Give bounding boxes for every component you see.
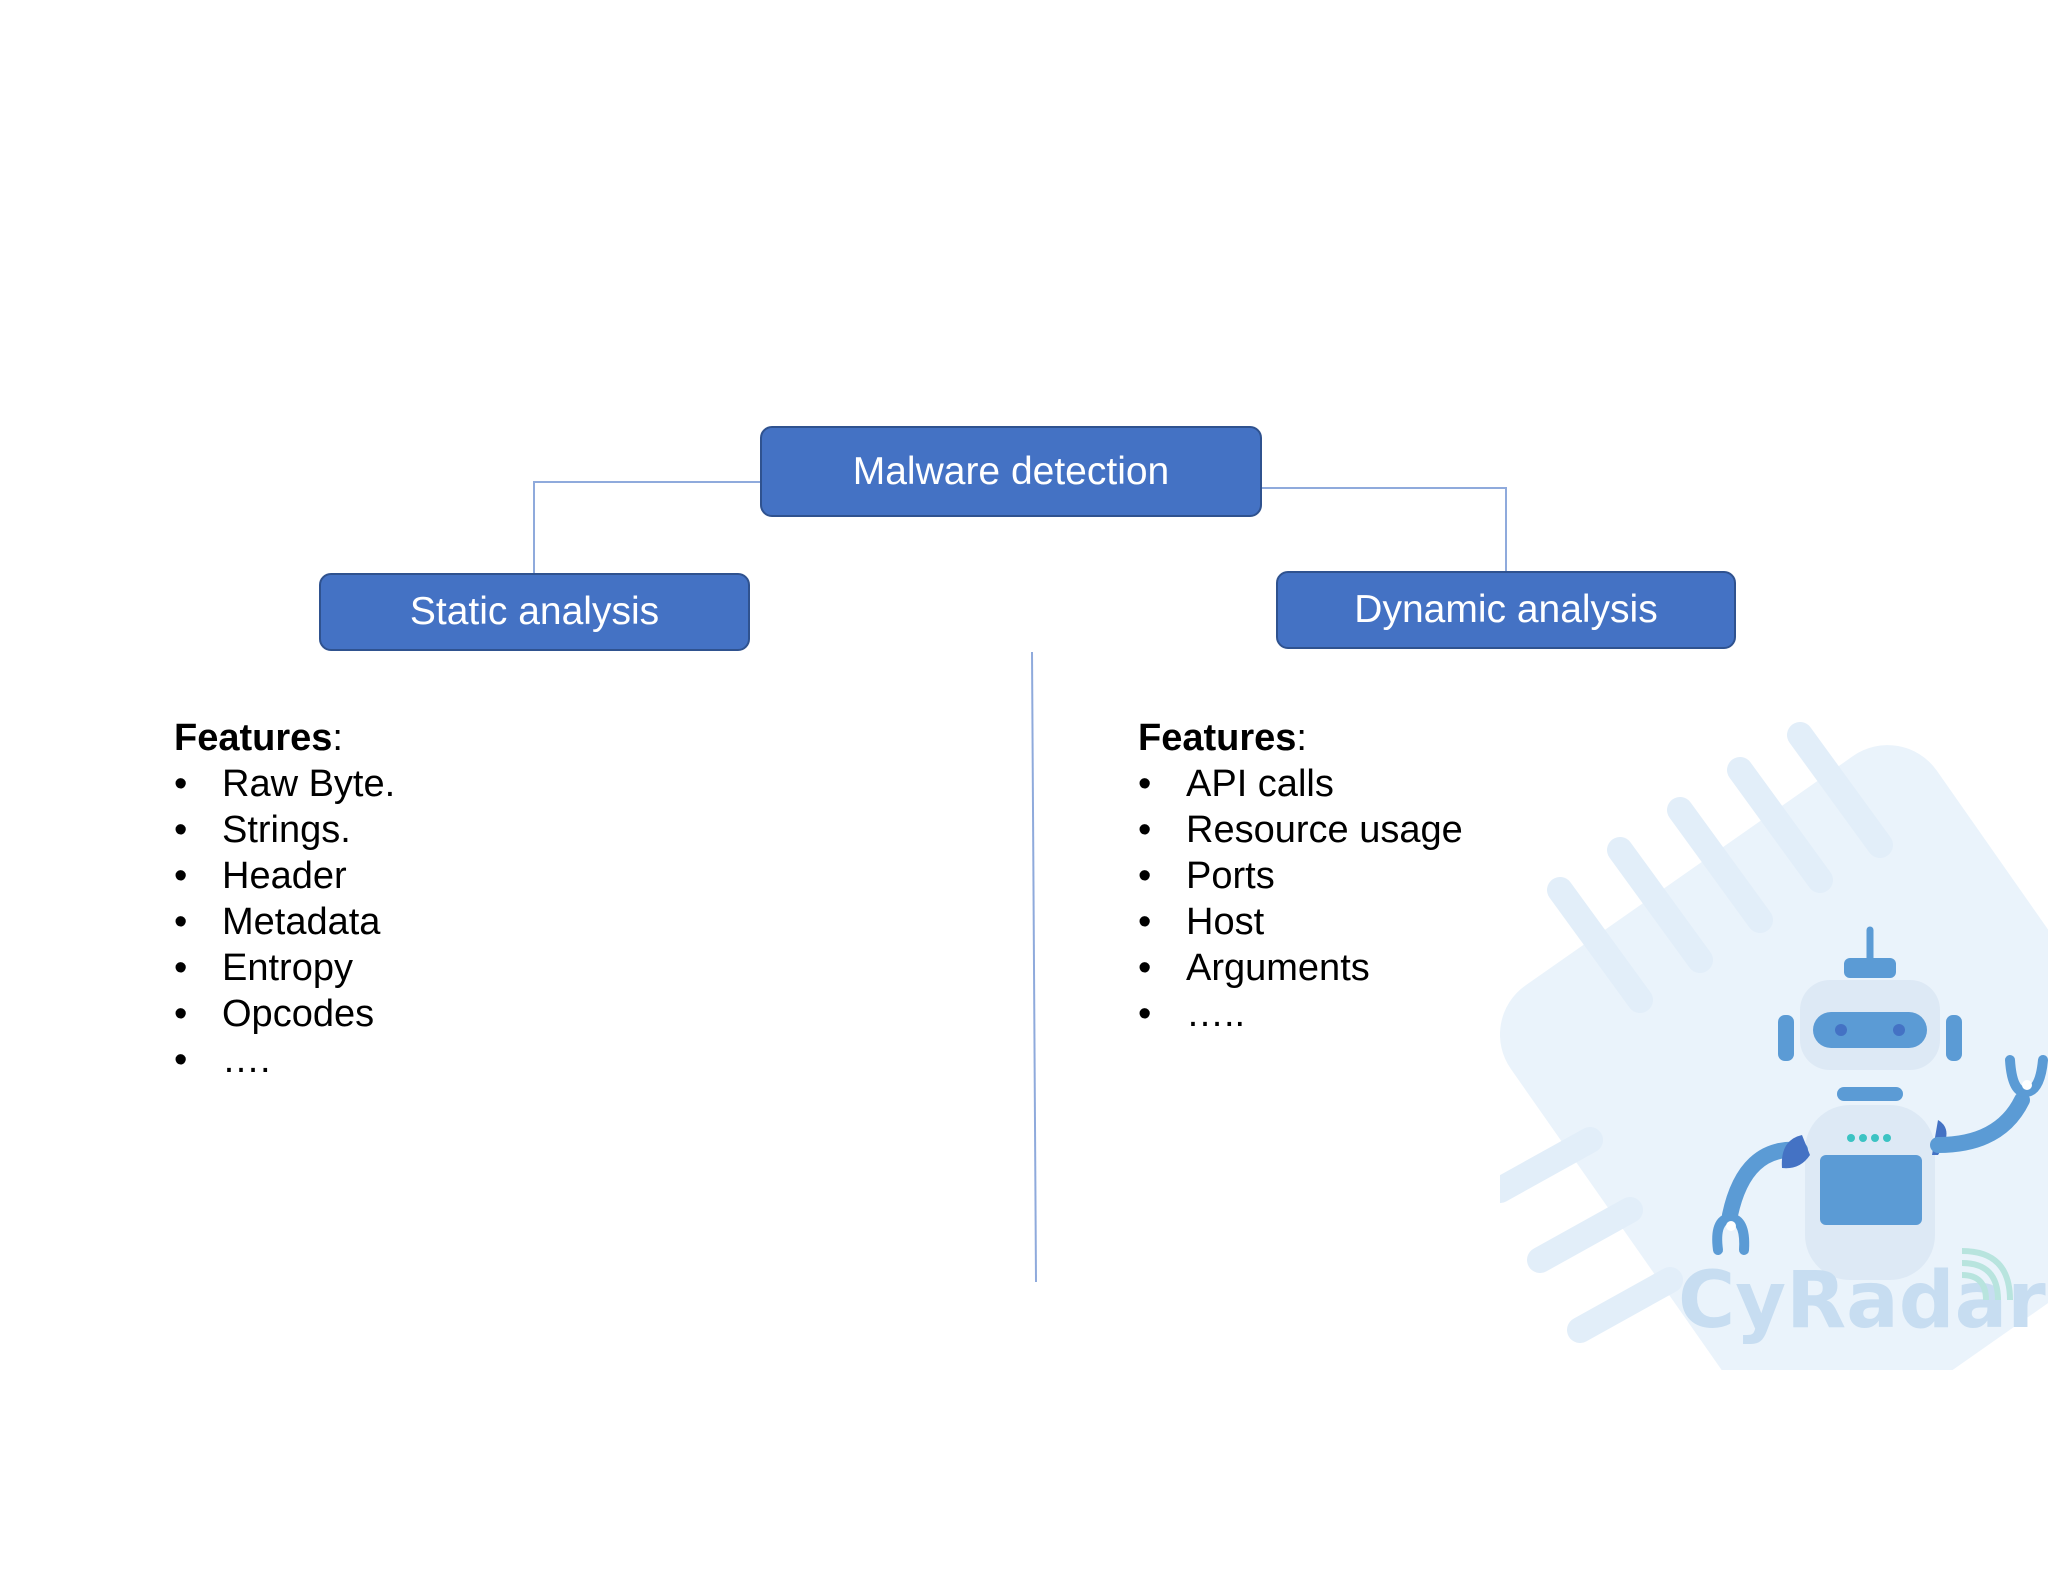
feature-text: Host xyxy=(1186,901,1265,943)
connector-root-to-dynamic xyxy=(1262,487,1507,571)
list-item: • …. xyxy=(174,1037,395,1083)
feature-text: ….. xyxy=(1186,993,1246,1035)
static-features-list: • Raw Byte. • Strings. • Header • Metadata •… xyxy=(174,761,395,1083)
feature-text: API calls xyxy=(1186,763,1334,805)
robot-icon xyxy=(1712,926,2048,1280)
list-item: • Raw Byte. xyxy=(174,761,395,807)
list-item: • Resource usage xyxy=(1138,807,1463,853)
cyradar-logo: CyRadar xyxy=(1500,722,2048,1370)
dynamic-features-list: •API calls •Resource usage •Ports •Host … xyxy=(1138,761,1463,1037)
feature-text: Metadata xyxy=(222,901,381,943)
dynamic-features-heading-colon: : xyxy=(1296,717,1307,759)
static-features-heading: Features: xyxy=(174,715,395,761)
list-item: • ….. xyxy=(1138,991,1463,1037)
static-features-heading-colon: : xyxy=(332,717,343,759)
feature-text: …. xyxy=(222,1039,271,1081)
dynamic-features-block: Features: • API calls • Resource usage • Po… xyxy=(1138,715,1463,1037)
bullet: • xyxy=(174,763,188,805)
bullet: • xyxy=(1138,763,1152,805)
list-item: • Host xyxy=(1138,899,1463,945)
bullet: • xyxy=(1138,947,1152,989)
bullet: • xyxy=(174,947,188,989)
list-item: • Arguments xyxy=(1138,945,1463,991)
list-item: • Ports xyxy=(1138,853,1463,899)
bullet: • xyxy=(174,901,188,943)
list-item: • Header xyxy=(174,853,395,899)
list-item: • Entropy xyxy=(174,945,395,991)
feature-text: Ports xyxy=(1186,855,1275,897)
bullet: • xyxy=(1138,855,1152,897)
feature-text: Opcodes xyxy=(222,993,375,1035)
chip-pins xyxy=(1500,722,1893,1343)
bullet: • xyxy=(174,993,188,1035)
dynamic-node-label: Dynamic analysis xyxy=(1354,588,1658,631)
bullet: • xyxy=(1138,993,1152,1035)
feature-text: Header xyxy=(222,855,347,897)
feature-text: Entropy xyxy=(222,947,353,989)
static-node-label: Static analysis xyxy=(409,590,660,633)
feature-text: Raw Byte. xyxy=(222,763,396,805)
dynamic-features-heading: Features: xyxy=(1138,715,1463,761)
dynamic-features-heading-text: Features xyxy=(1138,717,1297,759)
list-item: • Opcodes xyxy=(174,991,395,1037)
list-item: • Metadata xyxy=(174,899,395,945)
branch-divider xyxy=(1031,651,1037,1283)
node-dynamic-analysis: Dynamic analysis xyxy=(1276,571,1736,649)
bullet: • xyxy=(174,809,188,851)
bullet: • xyxy=(174,855,188,897)
static-features-block: Features: • Raw Byte. • Strings. • Header •… xyxy=(174,715,395,1083)
connector-root-to-static xyxy=(533,481,760,573)
list-item: • Strings. xyxy=(174,807,395,853)
logo-wordmark: CyRadar xyxy=(1678,1248,2046,1346)
bullet: • xyxy=(1138,901,1152,943)
feature-text: Arguments xyxy=(1186,947,1370,989)
list-item: • API calls xyxy=(1138,761,1463,807)
feature-text: Strings. xyxy=(222,809,351,851)
node-static-analysis: Static analysis xyxy=(319,573,750,651)
feature-text: Resource usage xyxy=(1186,809,1463,851)
static-features-heading-text: Features xyxy=(174,717,333,759)
bullet: • xyxy=(1138,809,1152,851)
bullet: • xyxy=(174,1039,188,1081)
root-node-malware-detection: Malware detection xyxy=(760,426,1262,517)
root-node-label: Malware detection xyxy=(852,449,1170,493)
